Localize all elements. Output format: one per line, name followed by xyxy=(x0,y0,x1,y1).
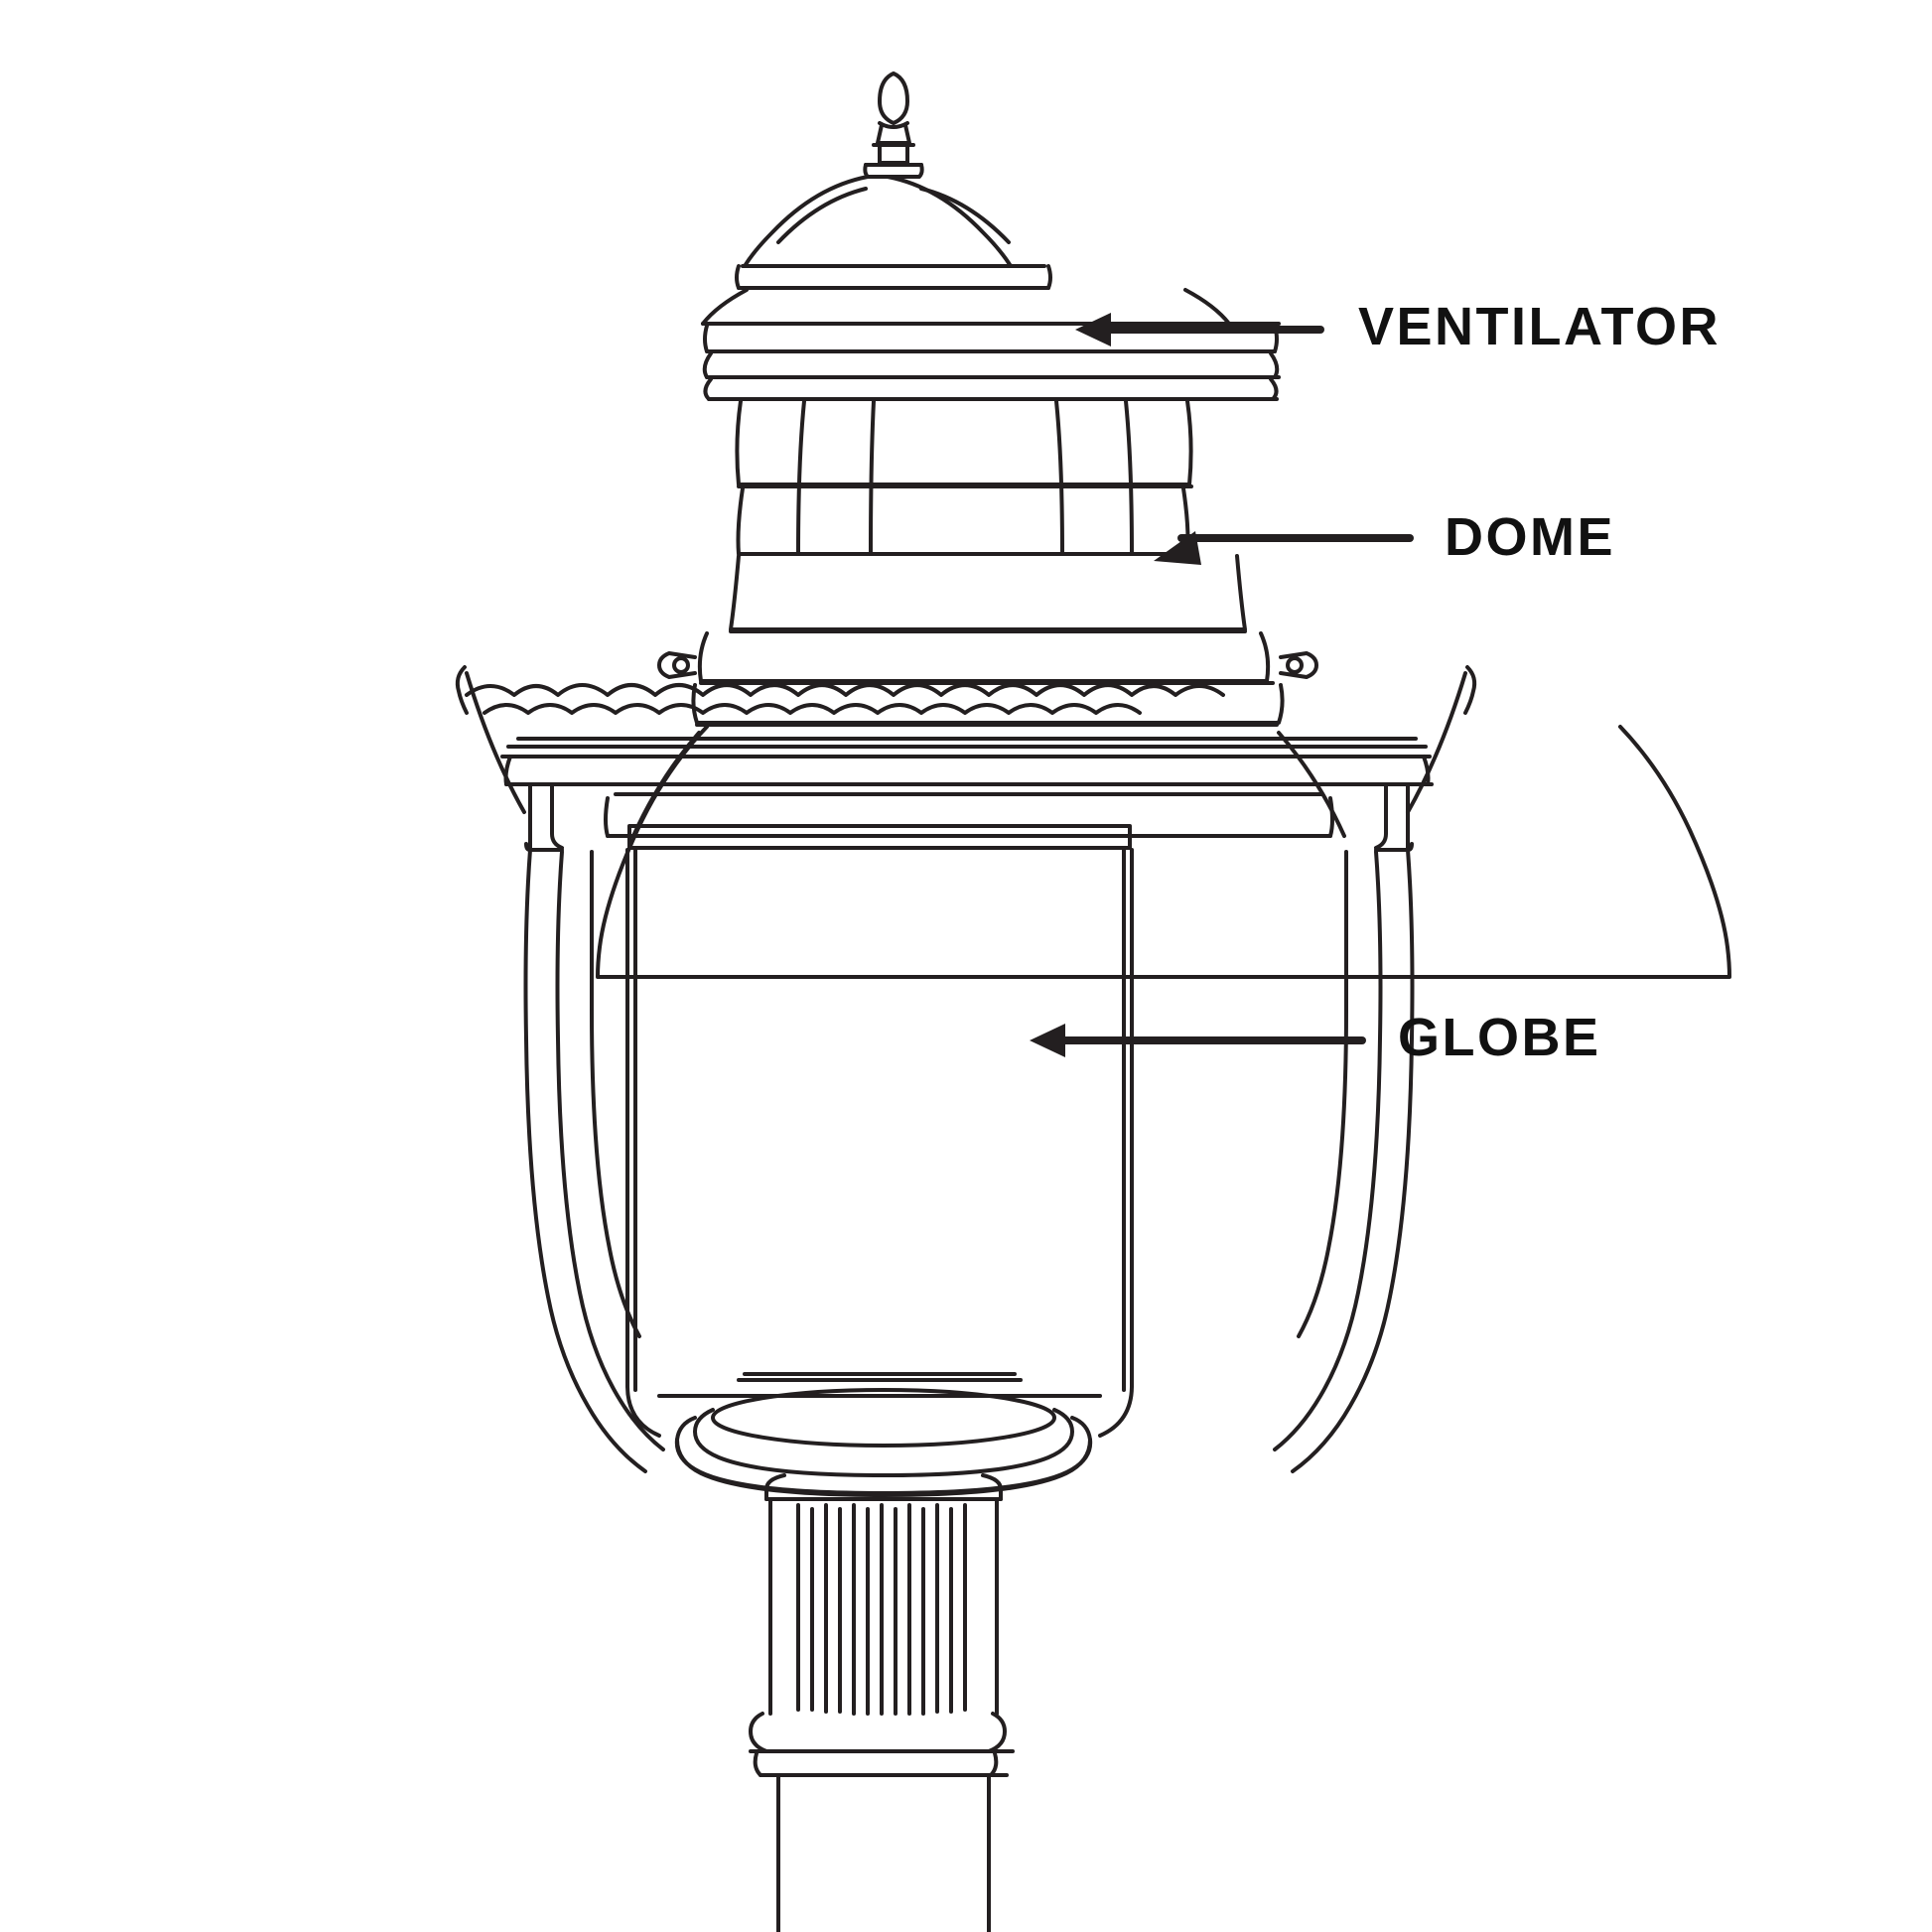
side-frame-arms-group xyxy=(523,848,1415,1473)
arrow-dome xyxy=(1154,531,1414,565)
post-shaft-group xyxy=(776,1775,991,1932)
collar-band-group xyxy=(657,631,1318,727)
ventilator-group xyxy=(701,175,1281,633)
fitter-plate-group xyxy=(674,1388,1093,1497)
arrow-globe xyxy=(1030,1024,1366,1057)
callout-label-dome: DOME xyxy=(1445,507,1615,567)
finial-group xyxy=(863,71,924,179)
dome-group xyxy=(596,725,1731,979)
callout-label-ventilator: VENTILATOR xyxy=(1358,297,1722,356)
arrow-ventilator xyxy=(1075,313,1324,346)
scalloped-skirt-group xyxy=(455,665,1477,814)
frame-top-group xyxy=(503,755,1434,852)
callout-arrows xyxy=(1030,313,1414,1057)
callout-label-globe: GLOBE xyxy=(1398,1008,1601,1067)
globe-group xyxy=(625,824,1134,1438)
fluted-base-group xyxy=(749,1473,1015,1777)
